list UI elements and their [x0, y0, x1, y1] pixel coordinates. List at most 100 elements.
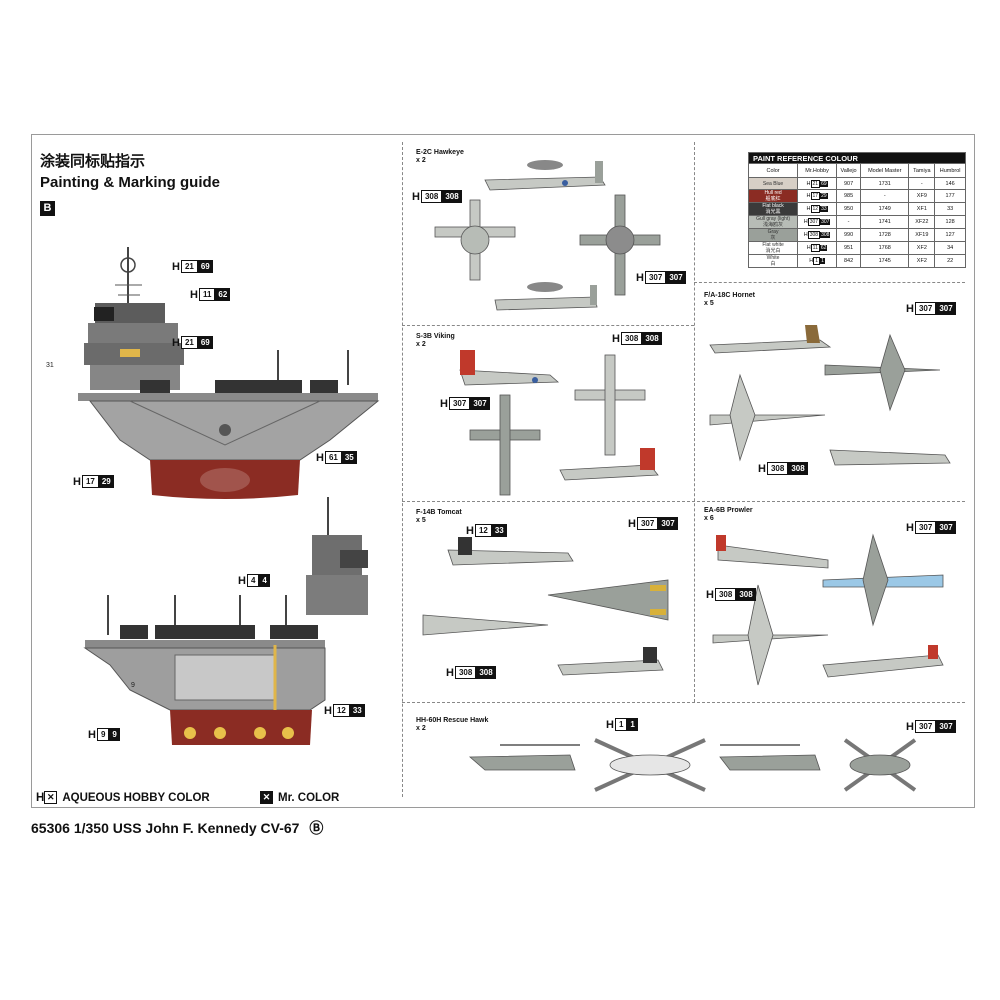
- tamiya-cell: XF1: [908, 202, 936, 216]
- color-name: Sea Blue: [762, 180, 784, 187]
- color-name: Flat black: [762, 203, 784, 209]
- divider-h4: [694, 282, 965, 283]
- model-master-cell: 1741: [860, 215, 910, 229]
- col-header: Color: [747, 163, 799, 178]
- col-header: Humbrol: [934, 163, 966, 178]
- aircraft-name: EA-6B Prowler: [704, 507, 753, 514]
- tamiya-cell: -: [908, 177, 936, 190]
- vallejo-cell: 951: [836, 241, 862, 255]
- hobby-code: 12: [332, 704, 350, 717]
- mr-code: 33: [349, 704, 365, 717]
- mr-code: 308: [642, 332, 662, 345]
- aircraft-name: HH-60H Rescue Hawk: [416, 717, 489, 724]
- color-name-cn: 灰: [770, 235, 776, 241]
- hobby-code: 307: [448, 397, 471, 410]
- col-header: Tamiya: [908, 163, 936, 178]
- hobby-prefix: H: [706, 588, 714, 601]
- hobby-prefix: H: [606, 718, 614, 731]
- color-name: Gull gray (light): [756, 216, 790, 222]
- hobby-prefix: H: [612, 332, 620, 345]
- carrier-stern-view: [83, 497, 368, 745]
- mr-code: 62: [215, 288, 231, 301]
- hobby-code: 12: [810, 205, 821, 213]
- paint-code-mast: H 21 69: [172, 260, 213, 273]
- mr-code: 308: [788, 462, 808, 475]
- hobby-prefix: H: [412, 190, 420, 203]
- hobby-code: 11: [198, 288, 216, 301]
- hobby-prefix: H: [636, 271, 644, 284]
- tamiya-cell: XF2: [908, 254, 936, 268]
- mr-code: 1: [820, 258, 825, 264]
- humbrol-cell: 177: [934, 189, 966, 203]
- color-swatch: Gull gray (light)浅海鸥灰: [747, 215, 799, 229]
- humbrol-cell: 128: [934, 215, 966, 229]
- hobby-code: 308: [454, 666, 477, 679]
- color-name: Hull red: [764, 190, 782, 196]
- mr-code: 308: [820, 232, 831, 238]
- hobby-prefix: H: [324, 704, 332, 717]
- divider-left: [402, 142, 403, 797]
- hobby-code: 21: [810, 179, 821, 188]
- f18-drawings: [709, 325, 951, 466]
- model-master-cell: -: [860, 189, 910, 203]
- mr-code: 29: [820, 193, 828, 199]
- col-header: Model Master: [860, 163, 910, 178]
- humbrol-cell: 22: [934, 254, 966, 268]
- callout-31: 31: [46, 362, 54, 369]
- tamiya-cell: XF19: [908, 228, 936, 242]
- hobby-code: 307: [636, 517, 659, 530]
- mr-color-label: Mr. COLOR: [278, 791, 340, 804]
- color-name-cn: 浅海鸥灰: [763, 222, 784, 228]
- mr-code: 1: [627, 718, 638, 731]
- hobby-prefix: H: [88, 728, 96, 741]
- color-name-cn: 消光黑: [765, 209, 781, 215]
- hobby-code: 307: [914, 720, 937, 733]
- e2c-drawings: [434, 160, 661, 311]
- x-box-black-icon: ✕: [260, 791, 273, 804]
- title-chinese: 涂装同标贴指示: [40, 152, 146, 170]
- paint-code-s3b-top: H 307 307: [440, 397, 490, 410]
- hobby-code: 308: [620, 332, 643, 345]
- tamiya-cell: XF22: [908, 215, 936, 229]
- aqueous-prefix: H: [36, 791, 45, 804]
- aircraft-qty: x 5: [704, 300, 714, 307]
- paint-code-radar: H 11 62: [190, 288, 231, 301]
- s3b-drawings: [459, 350, 659, 496]
- mr-code: 9: [109, 728, 120, 741]
- hobby-prefix: H: [172, 260, 180, 273]
- aircraft-qty: x 2: [416, 157, 426, 164]
- vallejo-cell: 990: [836, 228, 862, 242]
- color-name-cn: 消光白: [765, 248, 781, 254]
- mr-code: 308: [442, 190, 462, 203]
- carrier-side-view: [78, 247, 380, 499]
- aircraft-name: S-3B Viking: [416, 333, 455, 340]
- mr-code: 307: [658, 517, 678, 530]
- mr-code: 69: [820, 180, 828, 187]
- paint-code-e2c-bottom: H 307 307: [636, 271, 686, 284]
- humbrol-cell: 34: [934, 241, 966, 255]
- vallejo-cell: 950: [836, 202, 862, 216]
- aircraft-name: E-2C Hawkeye: [416, 149, 464, 156]
- hobby-code: 4: [246, 574, 260, 587]
- mr-code: 62: [819, 245, 828, 251]
- model-master-cell: 1768: [860, 241, 910, 255]
- divider-h2: [402, 501, 965, 502]
- paint-code-f14-nose: H 12 33: [466, 524, 507, 537]
- hobby-code: 308: [766, 462, 789, 475]
- tamiya-cell: XF9: [908, 189, 936, 203]
- aircraft-qty: x 2: [416, 341, 426, 348]
- color-swatch: Sea Blue: [747, 177, 799, 190]
- hobby-prefix: H: [466, 524, 474, 537]
- paint-reference-table: PAINT REFERENCE COLOUR Color Mr.Hobby Va…: [747, 152, 966, 268]
